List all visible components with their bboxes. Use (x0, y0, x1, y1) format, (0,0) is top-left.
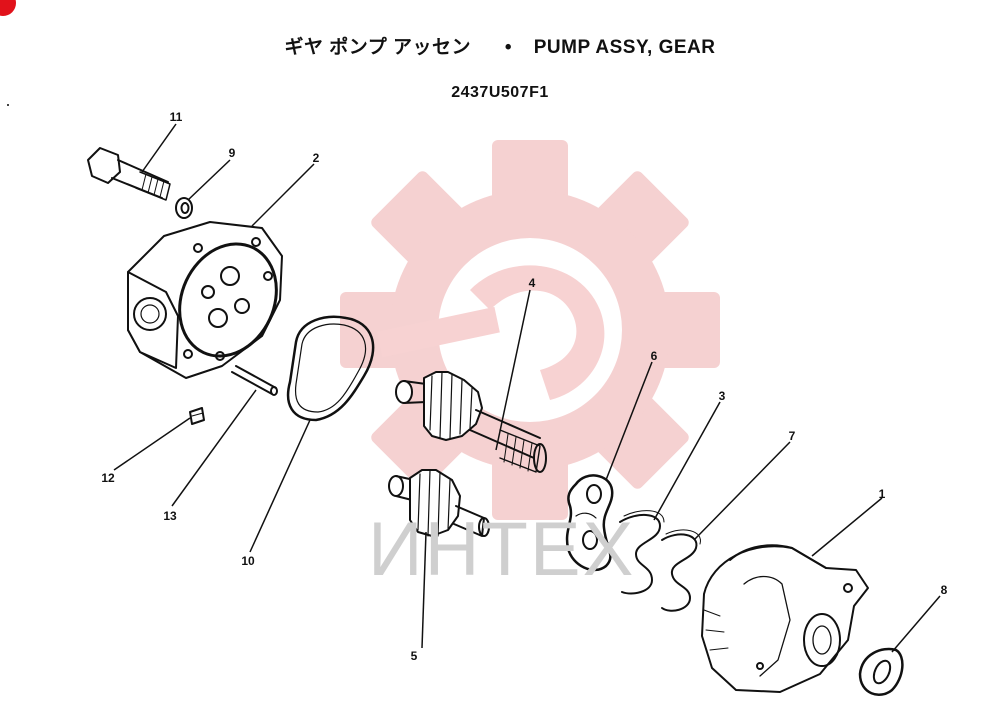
corner-marker (0, 0, 16, 16)
driven-gear-part-5 (388, 469, 490, 537)
backup-ring-part-3 (619, 510, 665, 595)
callout-10: 10 (241, 554, 255, 568)
oil-seal-part-8 (858, 647, 904, 696)
callout-13: 13 (163, 509, 177, 523)
callout-5: 5 (410, 649, 418, 663)
callout-6: 6 (650, 349, 658, 363)
speck (7, 104, 9, 106)
watermark-text: ИНТЕХ (368, 507, 636, 592)
plug-part-12 (189, 407, 205, 425)
callout-4: 4 (528, 276, 536, 290)
callout-12: 12 (101, 471, 115, 485)
callout-3: 3 (718, 389, 726, 403)
callout-7: 7 (788, 429, 796, 443)
bolt-part-11 (87, 147, 171, 201)
title-japanese: ギヤ ポンプ アッセン (284, 37, 472, 58)
dowel-pin-part-13 (231, 365, 278, 396)
o-ring-part-10 (286, 315, 375, 422)
diagram-title: ギヤ ポンプ アッセン • PUMP ASSY, GEAR (0, 32, 1000, 59)
callout-9: 9 (228, 146, 236, 160)
gasket-part-6 (565, 474, 614, 572)
callout-2: 2 (312, 151, 320, 165)
part-number: 2437U507F1 (451, 84, 549, 101)
callout-8: 8 (940, 583, 948, 597)
leader-lines (113, 123, 941, 653)
title-english: PUMP ASSY, GEAR (533, 37, 716, 58)
watermark-gear-logo (340, 140, 720, 520)
cover-housing-part-2 (127, 221, 283, 379)
washer-part-9 (175, 197, 193, 219)
pump-body-part-1 (701, 544, 869, 693)
seal-ring-part-7 (661, 529, 701, 612)
title-separator: • (504, 37, 512, 58)
drive-gear-part-4 (395, 371, 547, 473)
callout-11: 11 (169, 110, 183, 124)
callout-1: 1 (878, 487, 886, 501)
